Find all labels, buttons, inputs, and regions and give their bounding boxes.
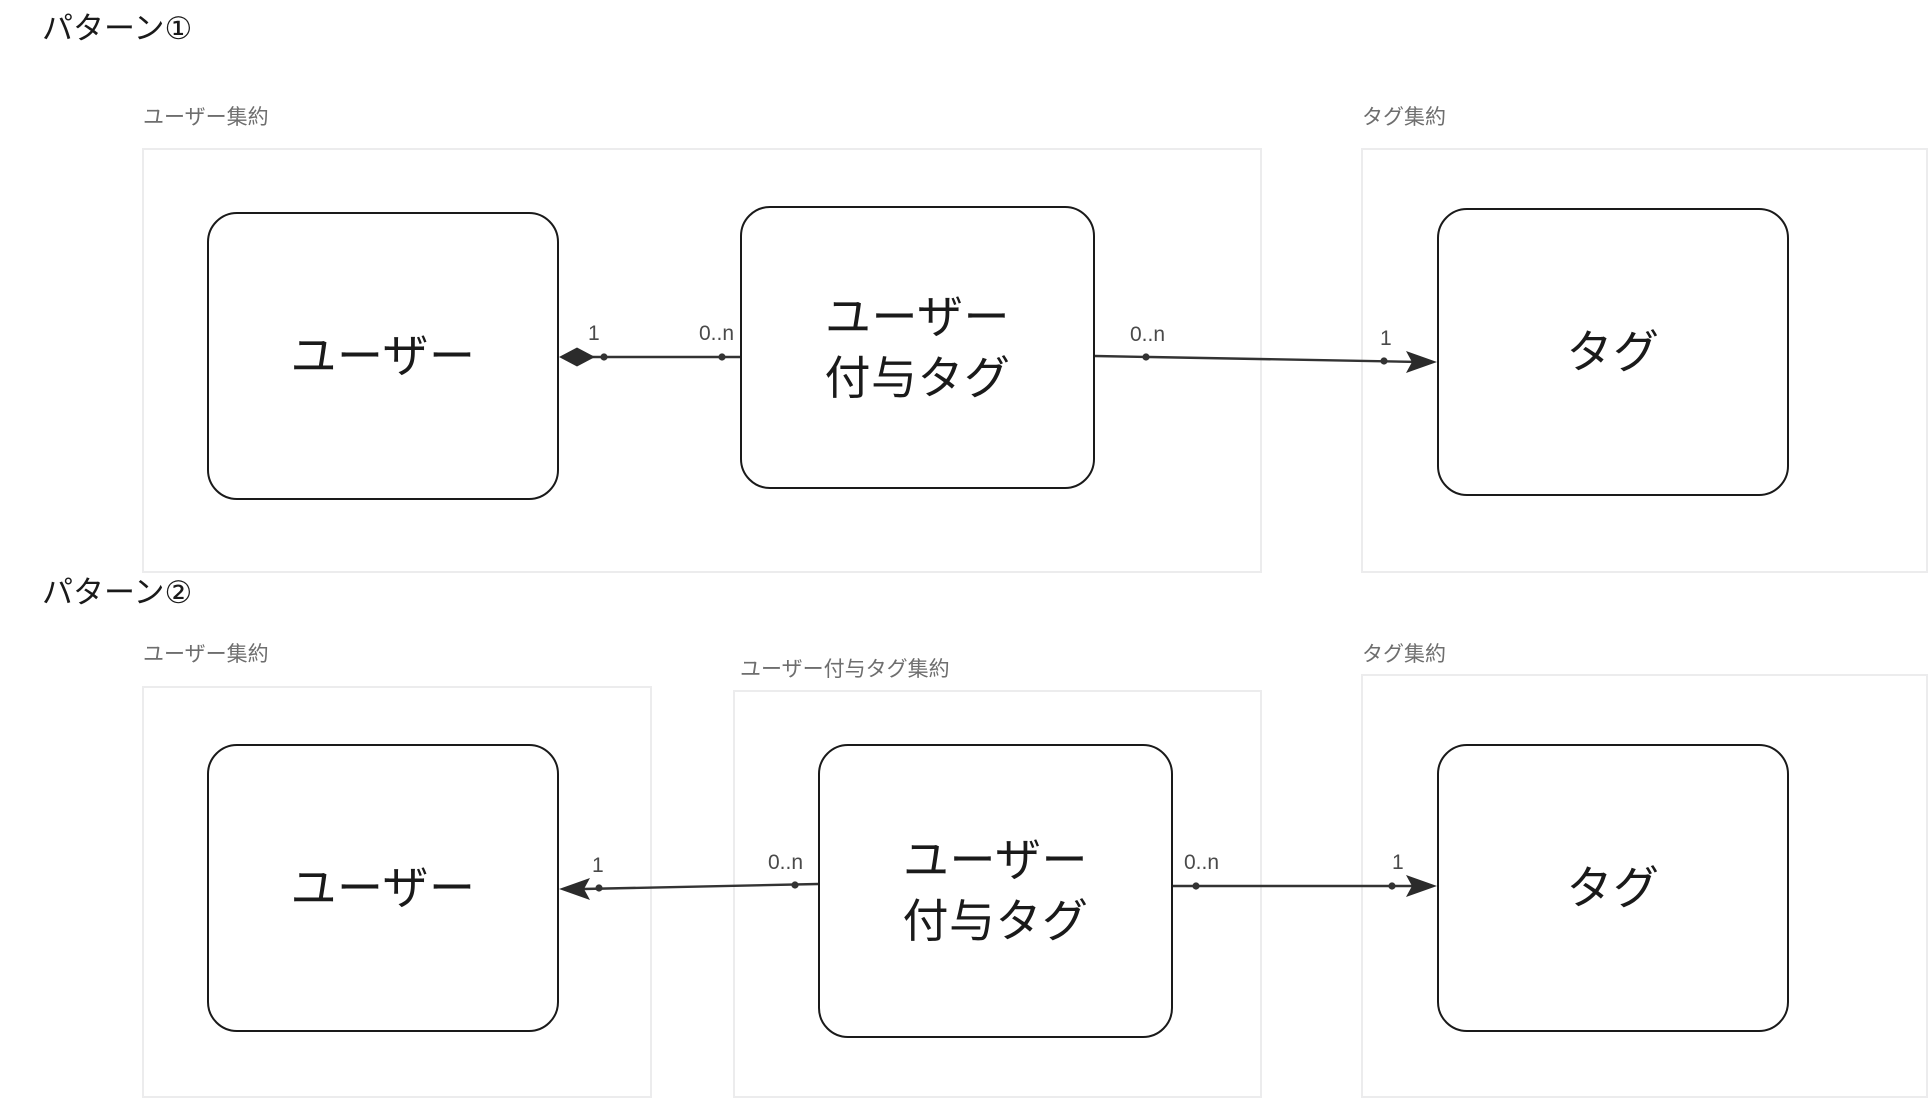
entity-user-1-label: ユーザー (290, 329, 476, 382)
multiplicity-usertag-0n-1: 0..n (699, 322, 735, 345)
aggregate-container-usertag-2 (733, 690, 1262, 1098)
aggregate-label-usertag-2: ユーザー付与タグ集約 (740, 658, 950, 681)
entity-tag-1-label: タグ (1566, 325, 1660, 378)
entity-user-tag-1[interactable]: ユーザー 付与タグ (740, 206, 1095, 489)
multiplicity-tag-2: 1 (1392, 851, 1404, 874)
entity-user-2[interactable]: ユーザー (207, 744, 559, 1032)
multiplicity-user-2: 1 (592, 854, 604, 877)
entity-user-tag-2-label: ユーザー 付与タグ (902, 834, 1089, 947)
aggregate-container-user-2 (142, 686, 652, 1098)
entity-user-1[interactable]: ユーザー (207, 212, 559, 500)
entity-tag-2[interactable]: タグ (1437, 744, 1789, 1032)
entity-tag-2-label: タグ (1566, 861, 1660, 914)
pattern-2-heading: パターン② (42, 575, 193, 610)
aggregate-label-user-2: ユーザー集約 (143, 643, 269, 666)
aggregate-label-tag-2: タグ集約 (1362, 643, 1446, 666)
multiplicity-tag-1: 1 (1380, 327, 1392, 350)
aggregate-label-tag-1: タグ集約 (1362, 106, 1446, 129)
multiplicity-user-1: 1 (588, 322, 600, 345)
multiplicity-usertag-0n-2: 0..n (1130, 323, 1166, 346)
entity-tag-1[interactable]: タグ (1437, 208, 1789, 496)
multiplicity-usertag-0n-4: 0..n (1184, 851, 1220, 874)
entity-user-tag-2[interactable]: ユーザー 付与タグ (818, 744, 1173, 1038)
entity-user-tag-1-label: ユーザー 付与タグ (824, 290, 1011, 404)
aggregate-label-user-1: ユーザー集約 (143, 106, 269, 129)
pattern-1-heading: パターン① (42, 11, 193, 46)
multiplicity-usertag-0n-3: 0..n (768, 851, 804, 874)
entity-user-2-label: ユーザー (290, 861, 476, 914)
